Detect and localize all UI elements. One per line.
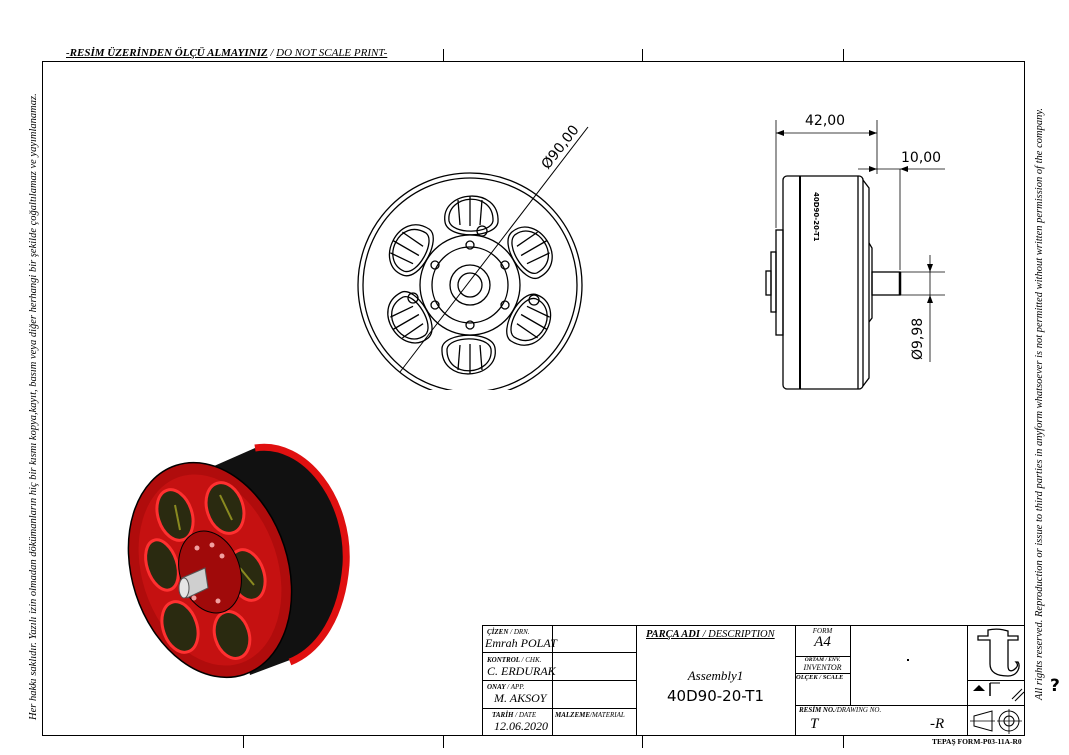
drawing-number-field: RESİM NO./DRAWING NO.: [799, 706, 882, 714]
diameter-dimension: Ø90,00: [539, 122, 583, 172]
zone-tick: [642, 49, 643, 61]
zone-tick: [243, 736, 244, 748]
note-turkish: -RESİM ÜZERİNDEN ÖLÇÜ ALMAYINIZ: [66, 47, 268, 59]
date-field: TARİH / DATE 12.06.2020: [492, 711, 548, 733]
width-dimension: 42,00: [805, 113, 845, 129]
form-value: A4: [814, 634, 831, 650]
form-code: TEPAŞ FORM-P03-11A-R0: [932, 737, 1022, 746]
divider: [795, 625, 796, 736]
note-separator: /: [267, 47, 277, 59]
divider: [967, 680, 1025, 681]
scale-dot: [907, 659, 909, 661]
environment-value: INVENTOR: [803, 663, 842, 672]
divider: [795, 673, 850, 674]
divider: [636, 625, 637, 736]
approved-by-field: ONAY / APP. M. AKSOY: [487, 683, 547, 705]
material-field: MALZEME/MATERIAL: [555, 711, 625, 719]
company-logo-icon: [977, 628, 1020, 677]
description-line1: Assembly1: [687, 668, 744, 683]
divider: [795, 656, 850, 657]
help-cursor-icon[interactable]: ?: [1050, 676, 1060, 696]
part-engraving: 40D90-20-T1: [812, 192, 820, 242]
divider: [482, 652, 636, 653]
shaft-diameter-dimension: Ø9,98: [910, 318, 926, 360]
divider: [795, 705, 1025, 706]
form-field: FORM A4: [795, 627, 850, 650]
side-view: 42,00 10,00 Ø9,98 40D90-20-T1: [765, 113, 945, 390]
zone-tick: [443, 736, 444, 748]
part-number: 40D90-20-T1: [667, 687, 764, 705]
drawing-number-suffix: -R: [930, 716, 945, 732]
zone-tick: [642, 736, 643, 748]
isometric-view: [127, 443, 350, 679]
drawn-by-value: Emrah POLAT: [485, 636, 557, 650]
scale-label: ÖLÇEK / SCALE: [796, 674, 844, 681]
environment-field: ORTAM / ENV. INVENTOR: [795, 657, 850, 672]
divider: [850, 625, 851, 705]
copyright-text-turkish: Her hakkı saklıdır. Yazılı izin olmadan …: [28, 93, 39, 720]
date-value: 12.06.2020: [494, 719, 548, 733]
shaft-length-dimension: 10,00: [901, 150, 941, 166]
checked-by-value: C. ERDURAK: [487, 664, 556, 678]
projection-symbol-icon: [970, 709, 1022, 734]
zone-tick: [443, 49, 444, 61]
divider: [482, 708, 636, 709]
surface-finish-icon: [973, 682, 1024, 702]
divider: [482, 680, 636, 681]
zone-tick: [843, 736, 844, 748]
do-not-scale-note: -RESİM ÜZERİNDEN ÖLÇÜ ALMAYINIZ / DO NOT…: [66, 47, 387, 59]
description-label: PARÇA ADI / DESCRIPTION: [646, 629, 775, 640]
zone-tick: [843, 49, 844, 61]
front-view: Ø90,00: [357, 122, 589, 390]
copyright-text-english: All rights reserved. Reproduction or iss…: [1034, 107, 1045, 700]
checked-by-field: KONTROL / CHK. C. ERDURAK: [487, 656, 556, 678]
drawn-by-field: ÇİZEN / DRN. Emrah POLAT: [485, 628, 557, 650]
note-english: DO NOT SCALE PRINT-: [276, 47, 388, 59]
drawing-number-prefix: T: [810, 716, 819, 732]
approved-by-value: M. AKSOY: [494, 691, 547, 705]
